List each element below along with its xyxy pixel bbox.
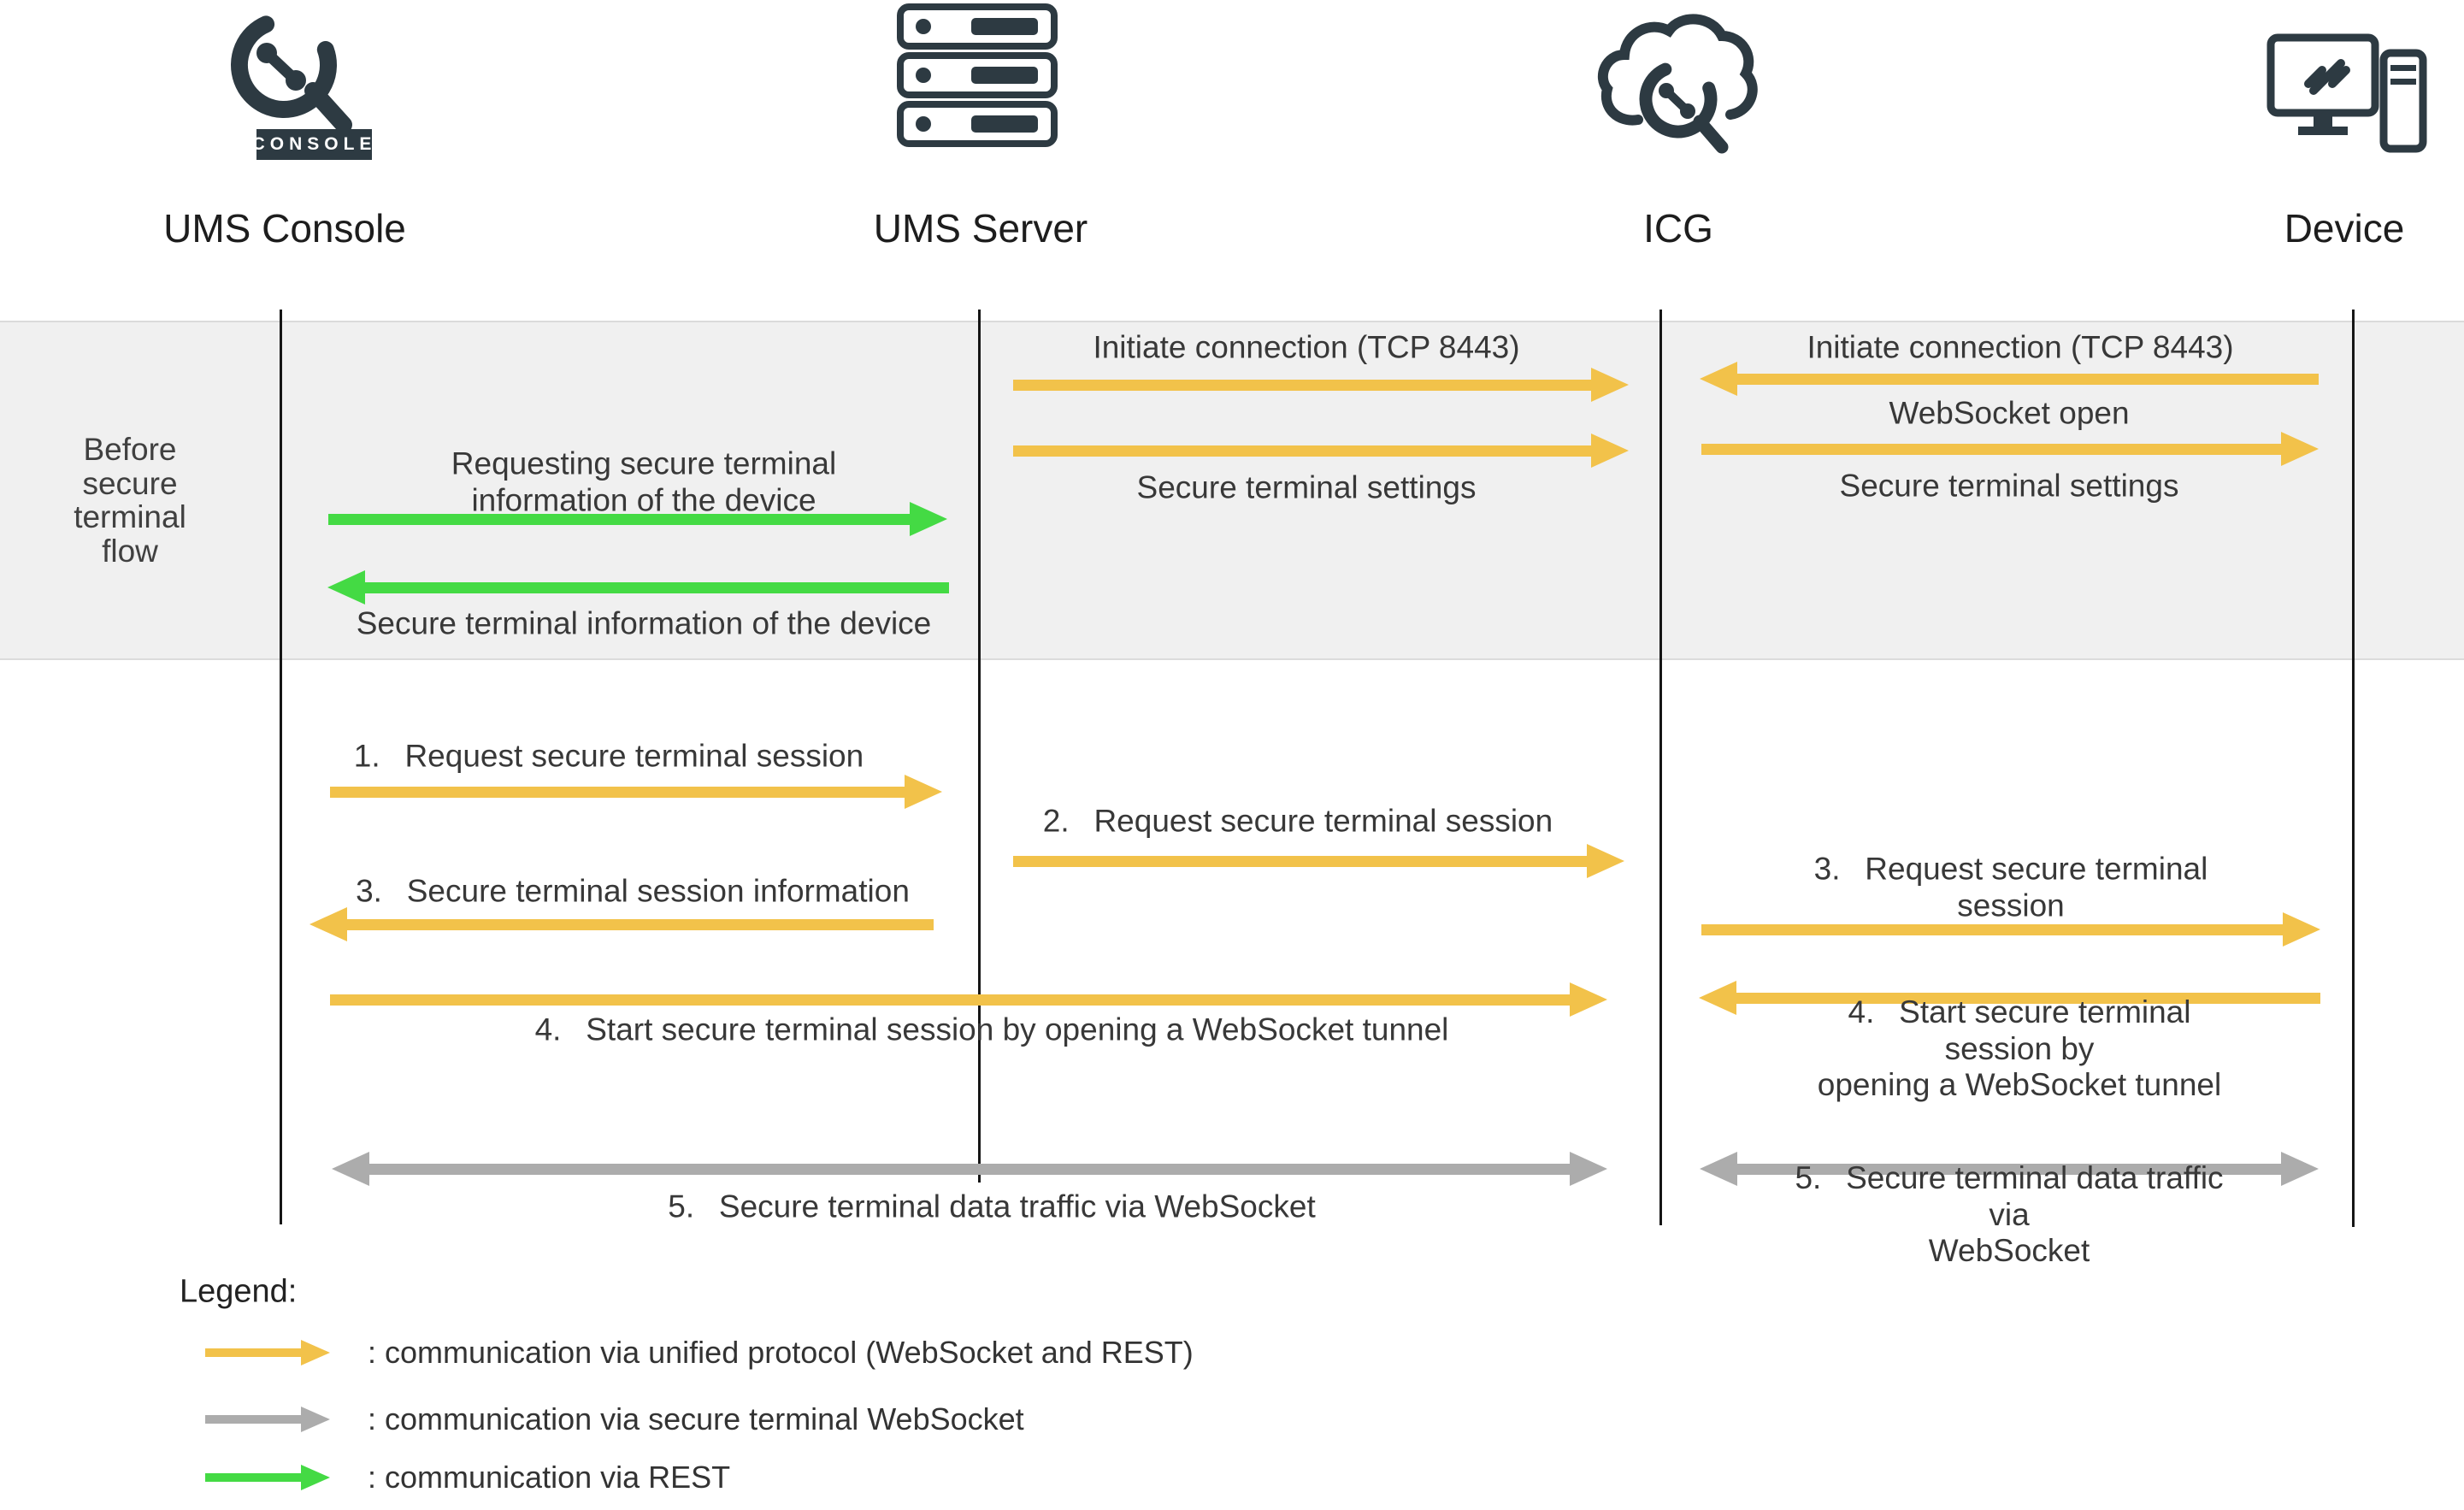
arrow-step3-server-console — [309, 907, 934, 941]
legend-secure-ws-label: : communication via secure terminal WebS… — [368, 1401, 1024, 1436]
label-requesting-secure-terminal-info: Requesting secure terminal information o… — [451, 445, 837, 517]
arrow-websocket-open-icg-device — [1701, 432, 2319, 466]
lifeline-ums-server — [978, 310, 981, 1183]
arrow-step3-icg-device — [1701, 912, 2320, 947]
label-initiate-connection-device-icg: Initiate connection (TCP 8443) — [1807, 329, 2234, 365]
label-step3-left: 3. Secure terminal session information — [356, 873, 910, 909]
console-badge: CONSOLE — [252, 129, 372, 160]
arrow-secure-terminal-settings-server-icg — [1013, 434, 1629, 468]
label-websocket-open: WebSocket open — [1889, 395, 2130, 431]
arrow-initiate-connection-device-icg — [1700, 362, 2319, 396]
legend-rest-label: : communication via REST — [368, 1460, 731, 1495]
legend-title: Legend: — [180, 1273, 298, 1310]
actor-label-icg: ICG — [1643, 206, 1713, 251]
icg-cloud-icon — [1597, 7, 1760, 163]
actor-label-ums-console: UMS Console — [163, 206, 406, 251]
arrow-step1-console-server — [330, 775, 942, 809]
label-step3-right: 3. Request secure terminal session — [1813, 851, 2208, 923]
lifeline-ums-console — [280, 310, 282, 1224]
label-step5-right: 5. Secure terminal data traffic via WebS… — [1795, 1160, 2224, 1269]
legend-secure-ws-arrow-icon — [205, 1407, 330, 1432]
label-step5: 5. Secure terminal data traffic via WebS… — [668, 1189, 1316, 1224]
lifeline-device — [2352, 310, 2355, 1227]
legend-unified-arrow-icon — [205, 1340, 330, 1365]
label-initiate-connection-server-icg: Initiate connection (TCP 8443) — [1093, 329, 1520, 365]
arrow-initiate-connection-server-icg — [1013, 368, 1629, 402]
arrow-step5-icg-device — [1700, 1152, 2319, 1186]
label-step2: 2. Request secure terminal session — [1042, 803, 1553, 839]
legend-rest-arrow-icon — [205, 1465, 330, 1490]
ums-server-icon — [896, 3, 1058, 151]
actor-label-device: Device — [2284, 206, 2405, 251]
device-icon — [2266, 31, 2432, 163]
label-step4-right: 4. Start secure terminal session by open… — [1817, 994, 2222, 1103]
arrow-step5-console-icg — [332, 1152, 1607, 1186]
arrow-step4-device-icg — [1699, 981, 2320, 1015]
label-secure-terminal-settings-mid: Secure terminal settings — [1136, 469, 1477, 505]
phase-label: Before secure terminal flow — [74, 431, 186, 569]
ums-console-icon — [214, 5, 363, 133]
lifeline-icg — [1659, 310, 1662, 1225]
arrow-info-response-server-console — [327, 570, 949, 605]
arrow-step2-server-icg — [1013, 844, 1624, 878]
arrow-step4-console-icg — [330, 982, 1607, 1017]
label-step4: 4. Start secure terminal session by open… — [534, 1012, 1449, 1047]
label-step1: 1. Request secure terminal session — [353, 738, 864, 774]
legend-unified-label: : communication via unified protocol (We… — [368, 1335, 1194, 1370]
actor-label-ums-server: UMS Server — [873, 206, 1088, 251]
label-secure-terminal-settings-right: Secure terminal settings — [1839, 468, 2179, 504]
arrow-request-info-console-server — [328, 502, 947, 536]
label-secure-terminal-info-response: Secure terminal information of the devic… — [356, 605, 932, 641]
